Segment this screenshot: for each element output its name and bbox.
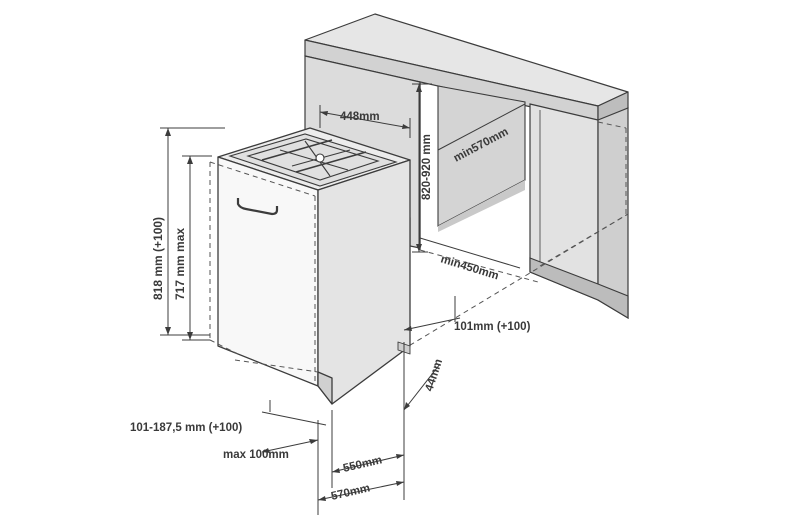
dishwasher-plinth-recess [317,371,333,405]
label-niche-height: 820-920 mm [421,134,433,200]
dishwasher-rack [228,133,398,187]
door-handle-icon [236,198,279,216]
label-depth-total: 570mm [330,482,371,503]
label-door-plinth: 101-187,5 mm (+100) [130,422,242,434]
label-niche-width: min450mm [439,253,500,282]
spray-arm-hub [315,153,325,163]
dishwasher-side [317,159,411,405]
dishwasher-front [217,156,319,387]
label-depth-body: 550mm [342,454,383,475]
label-plinth-depth: 44mm [423,358,445,393]
floor-dashed-outline [401,121,629,351]
label-plinth-offset: 101mm (+100) [454,321,531,333]
niche-back-wall [437,85,526,232]
niche-floor-shadow [438,180,525,232]
door-dashed-outline [209,161,319,382]
label-width-top: 448mm [340,111,380,123]
dimension-arrows [165,84,422,501]
label-outer-height: 818 mm (+100) [151,217,165,300]
dishwasher-appliance [217,127,411,405]
label-max-gap: max 100mm [223,449,289,461]
label-inner-height: 717 mm max [173,228,187,300]
right-cabinet [529,103,629,320]
right-cabinet-plinth [529,257,629,320]
